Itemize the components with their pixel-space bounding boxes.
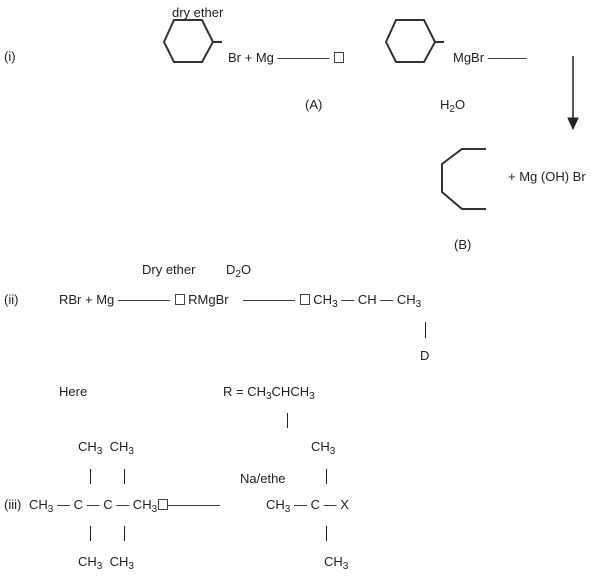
water-sub: 2	[449, 104, 455, 115]
reaction-ii-label: (ii)	[4, 292, 19, 307]
product-bottom-ch: CH	[324, 554, 343, 569]
bottom-methyl-2-sub: 3	[128, 561, 134, 572]
main-chain-middle: — C — C — CH	[56, 497, 152, 512]
water-h: H	[440, 97, 450, 112]
dry-ether-condition-ii: Dry ether	[142, 262, 196, 277]
main-chain: CH3 — C — C — CH3————	[29, 497, 220, 515]
bond-bottom-2	[124, 526, 125, 541]
here-text: Here	[59, 384, 88, 399]
reaction-ii-arrow-1: ————	[118, 292, 185, 307]
bottom-methyl-1: CH	[78, 554, 97, 569]
cyclohexyl-ring-reactant	[162, 19, 222, 63]
dry-ether-condition: dry ether	[172, 5, 224, 20]
product-chain-rest: — C — X	[293, 497, 349, 512]
bond-product-top	[326, 469, 327, 484]
product-top-ch: CH	[311, 439, 330, 454]
bond-bottom-1	[90, 526, 91, 541]
bond-product-bottom	[326, 526, 327, 541]
d2o-o: O	[240, 262, 252, 277]
product-sub-2: 3	[415, 299, 422, 310]
bottom-methyl-2: CH	[109, 554, 129, 569]
reaction-ii-intermediate: RMgBr	[188, 292, 229, 307]
bond-to-d	[425, 322, 426, 338]
product-chain-sub: 3	[284, 504, 291, 515]
reaction-iii-arrow: ————	[157, 497, 220, 512]
product-top-sub: 3	[329, 446, 336, 457]
product-ch: CH	[313, 292, 333, 307]
top-methyl-1: CH	[78, 439, 97, 454]
bottom-methyl-1-sub: 3	[96, 561, 103, 572]
product-b-label: (B)	[454, 237, 472, 252]
cyclohexyl-ring-grignard	[384, 19, 444, 63]
product-b-text: + Mg (OH) Br	[508, 169, 586, 184]
product-chain-ch: CH	[266, 497, 285, 512]
product-a-label: (A)	[305, 97, 323, 112]
reaction-i-arrow-1: ————	[278, 50, 345, 65]
down-arrow	[567, 56, 579, 131]
grignard-group: MgBr ———	[453, 51, 527, 64]
substituent-d: D	[420, 348, 430, 363]
r-definition: R = CH3CHCH3	[223, 384, 315, 402]
r-def-part-1: R = CH	[223, 384, 266, 399]
main-chain-sub-1: 3	[47, 504, 54, 515]
reaction-iii-label: (iii)	[4, 497, 22, 512]
reaction-ii-line: RBr + Mg ———— RMgBr ———— CH3 — CH — CH3	[59, 292, 422, 310]
main-chain-ch-1: CH	[29, 497, 48, 512]
product-sub-1: 3	[332, 299, 338, 310]
water-reagent: H2O	[440, 97, 466, 115]
r-def-sub-1: 3	[265, 391, 272, 402]
product-top-methyl: CH3	[311, 439, 335, 457]
water-o: O	[454, 97, 466, 112]
reaction-i-label: (i)	[4, 49, 16, 64]
reaction-ii-reactants: RBr + Mg	[59, 292, 115, 307]
bond-top-1	[90, 469, 91, 484]
r-def-sub-2: 3	[309, 391, 315, 402]
na-ether-condition: Na/ethe	[240, 471, 286, 486]
reaction-i-arrow-2: ———	[487, 50, 527, 65]
top-methyls: CH3 CH3	[78, 439, 134, 457]
reactant-text: Br + Mg	[228, 50, 274, 65]
main-chain-sub-2: 3	[151, 504, 158, 515]
top-methyl-2-sub: 3	[128, 446, 134, 457]
bond-top-2	[124, 469, 125, 484]
d2o-d: D	[226, 262, 236, 277]
d2o-sub: 2	[235, 269, 241, 280]
top-methyl-2: CH	[109, 439, 129, 454]
bottom-methyls: CH3 CH3	[78, 554, 134, 572]
reaction-ii-product: CH3 — CH — CH3	[313, 292, 422, 310]
product-chain: CH3 — C — X	[266, 497, 349, 515]
product-bottom-methyl: CH3	[324, 554, 348, 572]
product-chain: — CH — CH	[341, 292, 416, 307]
reaction-ii-arrow-2: ————	[232, 292, 310, 307]
d2o-reagent: D2O	[226, 262, 252, 280]
product-bottom-sub: 3	[342, 561, 349, 572]
r-def-bond	[287, 413, 288, 428]
product-a-text: MgBr	[453, 50, 485, 65]
r-def-part-2: CHCH	[271, 384, 310, 399]
cyclohexane-ring-product	[441, 148, 486, 210]
top-methyl-1-sub: 3	[96, 446, 103, 457]
reactant-group: Br + Mg ————	[228, 50, 345, 65]
